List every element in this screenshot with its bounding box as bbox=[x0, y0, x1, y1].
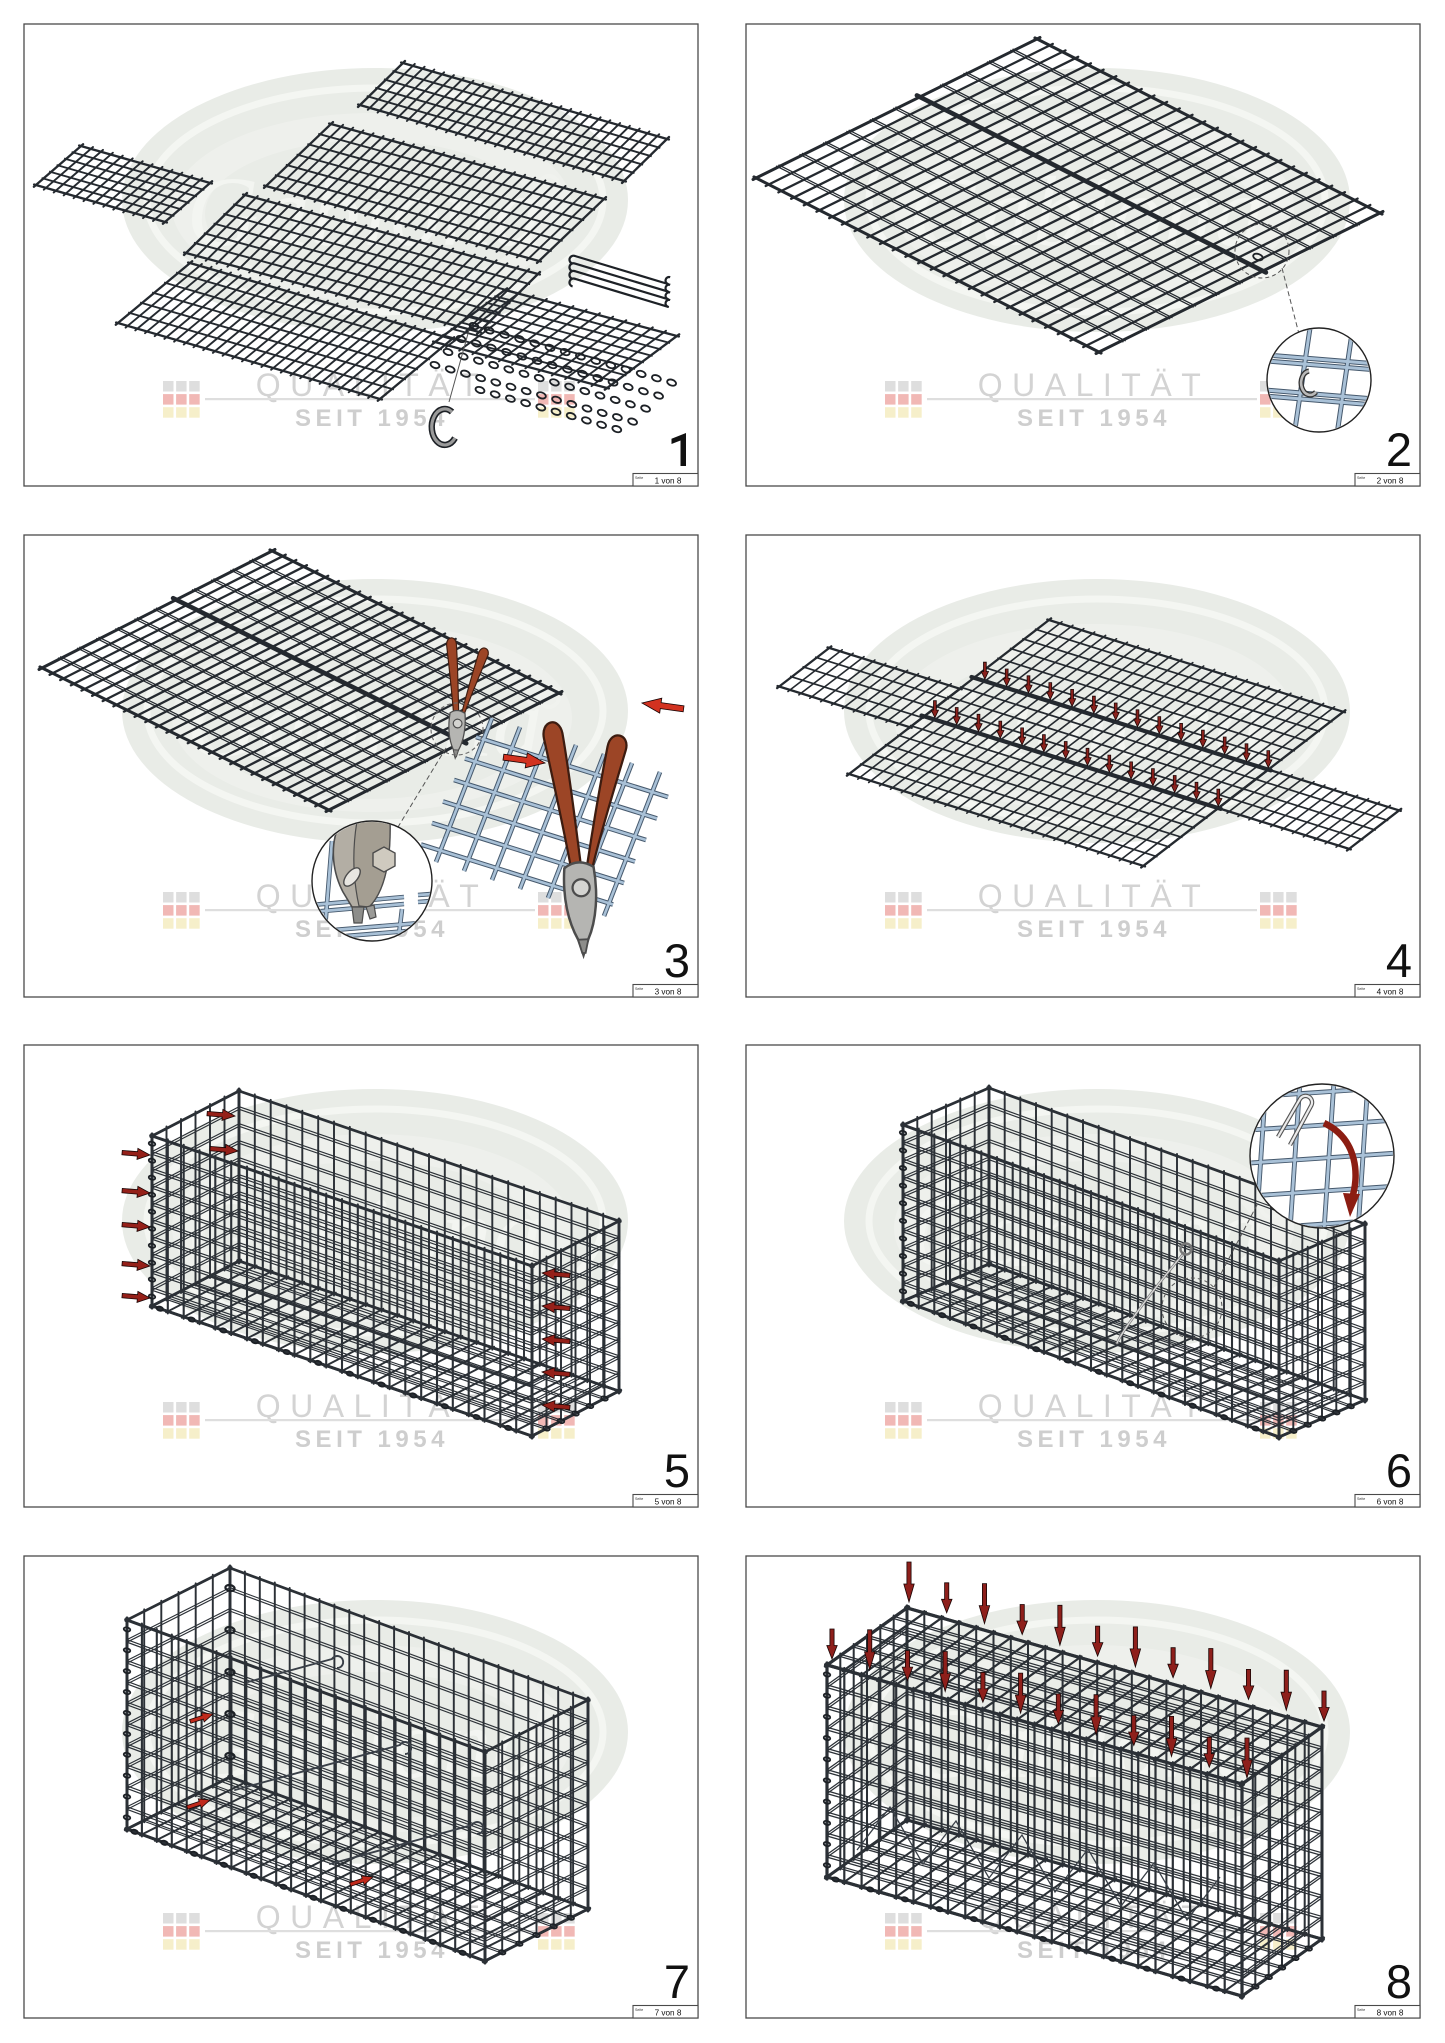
svg-text:Seite: Seite bbox=[1357, 476, 1365, 480]
svg-text:SEIT 1954: SEIT 1954 bbox=[295, 405, 449, 432]
svg-text:3 von 8: 3 von 8 bbox=[655, 987, 682, 996]
svg-text:6: 6 bbox=[1386, 1444, 1412, 1497]
svg-text:Seite: Seite bbox=[635, 1497, 643, 1501]
svg-text:2 von 8: 2 von 8 bbox=[1377, 476, 1404, 485]
svg-text:Seite: Seite bbox=[1357, 2008, 1365, 2012]
svg-text:QUALITÄT: QUALITÄT bbox=[978, 1388, 1210, 1424]
svg-text:4: 4 bbox=[1386, 934, 1412, 987]
svg-text:Gabiona: Gabiona bbox=[187, 1177, 544, 1288]
svg-text:5 von 8: 5 von 8 bbox=[655, 1497, 682, 1506]
svg-text:5: 5 bbox=[664, 1444, 690, 1497]
svg-text:SEIT 1954: SEIT 1954 bbox=[1017, 405, 1171, 432]
svg-text:Seite: Seite bbox=[635, 476, 643, 480]
svg-text:SEIT 1954: SEIT 1954 bbox=[1017, 1426, 1171, 1453]
svg-text:3: 3 bbox=[664, 934, 690, 987]
svg-text:Seite: Seite bbox=[635, 987, 643, 991]
svg-text:QUALITÄT: QUALITÄT bbox=[978, 367, 1210, 403]
svg-text:SEIT 1954: SEIT 1954 bbox=[1017, 916, 1171, 943]
svg-text:8: 8 bbox=[1386, 1955, 1412, 2008]
svg-text:1 von 8: 1 von 8 bbox=[655, 476, 682, 485]
svg-text:7 von 8: 7 von 8 bbox=[655, 2008, 682, 2017]
svg-text:QUALITÄT: QUALITÄT bbox=[978, 878, 1210, 914]
svg-text:4 von 8: 4 von 8 bbox=[1377, 987, 1404, 996]
svg-text:8 von 8: 8 von 8 bbox=[1377, 2008, 1404, 2017]
svg-text:SEIT 1954: SEIT 1954 bbox=[295, 1937, 449, 1964]
svg-text:SEIT 1954: SEIT 1954 bbox=[295, 1426, 449, 1453]
svg-text:Seite: Seite bbox=[635, 2008, 643, 2012]
svg-text:6 von 8: 6 von 8 bbox=[1377, 1497, 1404, 1506]
svg-text:Seite: Seite bbox=[1357, 987, 1365, 991]
svg-text:7: 7 bbox=[664, 1955, 690, 2008]
svg-text:2: 2 bbox=[1386, 423, 1412, 476]
svg-text:Seite: Seite bbox=[1357, 1497, 1365, 1501]
